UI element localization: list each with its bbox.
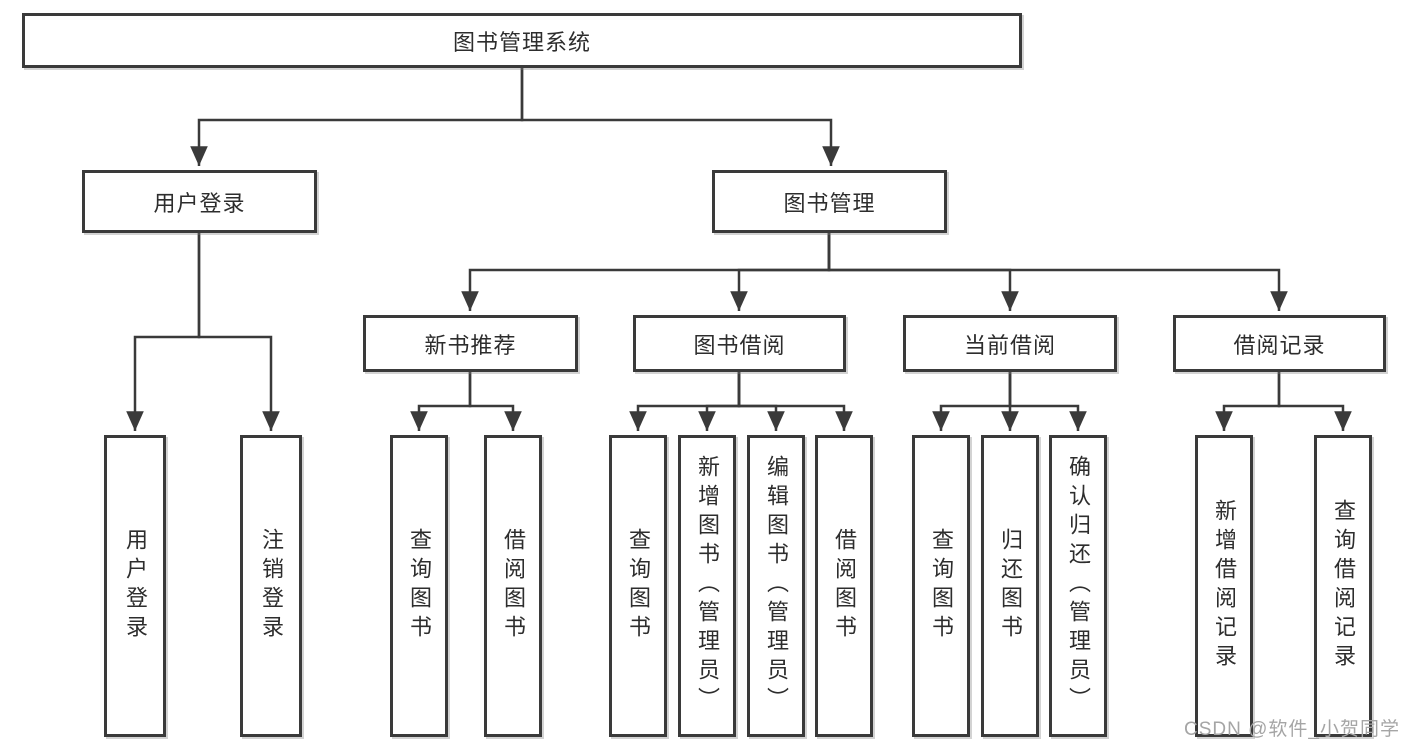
leaf-borrowing-query-books: 查询图书 [609, 435, 667, 737]
leaf-newbook-query-books: 查询图书 [390, 435, 448, 737]
csdn-watermark: CSDN @软件_小贺同学 [1184, 719, 1400, 740]
leaf-user-login: 用户登录 [104, 435, 166, 737]
leaf-current-return-books: 归还图书 [981, 435, 1039, 737]
leaf-current-confirm-return-admin: 确认归还（管理员） [1049, 435, 1107, 737]
node-root-system: 图书管理系统 [22, 13, 1022, 68]
node-new-book-recommend: 新书推荐 [363, 315, 578, 372]
leaf-borrowing-add-books-admin: 新增图书（管理员） [678, 435, 736, 737]
leaf-newbook-borrow-books: 借阅图书 [484, 435, 542, 737]
leaf-records-add-record: 新增借阅记录 [1195, 435, 1253, 737]
leaf-borrowing-borrow-books: 借阅图书 [815, 435, 873, 737]
node-current-borrowing: 当前借阅 [903, 315, 1117, 372]
node-book-management: 图书管理 [712, 170, 947, 233]
node-user-login-branch: 用户登录 [82, 170, 317, 233]
leaf-current-query-books: 查询图书 [912, 435, 970, 737]
leaf-borrowing-edit-books-admin: 编辑图书（管理员） [747, 435, 805, 737]
node-borrowing-records: 借阅记录 [1173, 315, 1386, 372]
leaf-logout: 注销登录 [240, 435, 302, 737]
node-book-borrowing: 图书借阅 [633, 315, 846, 372]
leaf-records-query-record: 查询借阅记录 [1314, 435, 1372, 737]
